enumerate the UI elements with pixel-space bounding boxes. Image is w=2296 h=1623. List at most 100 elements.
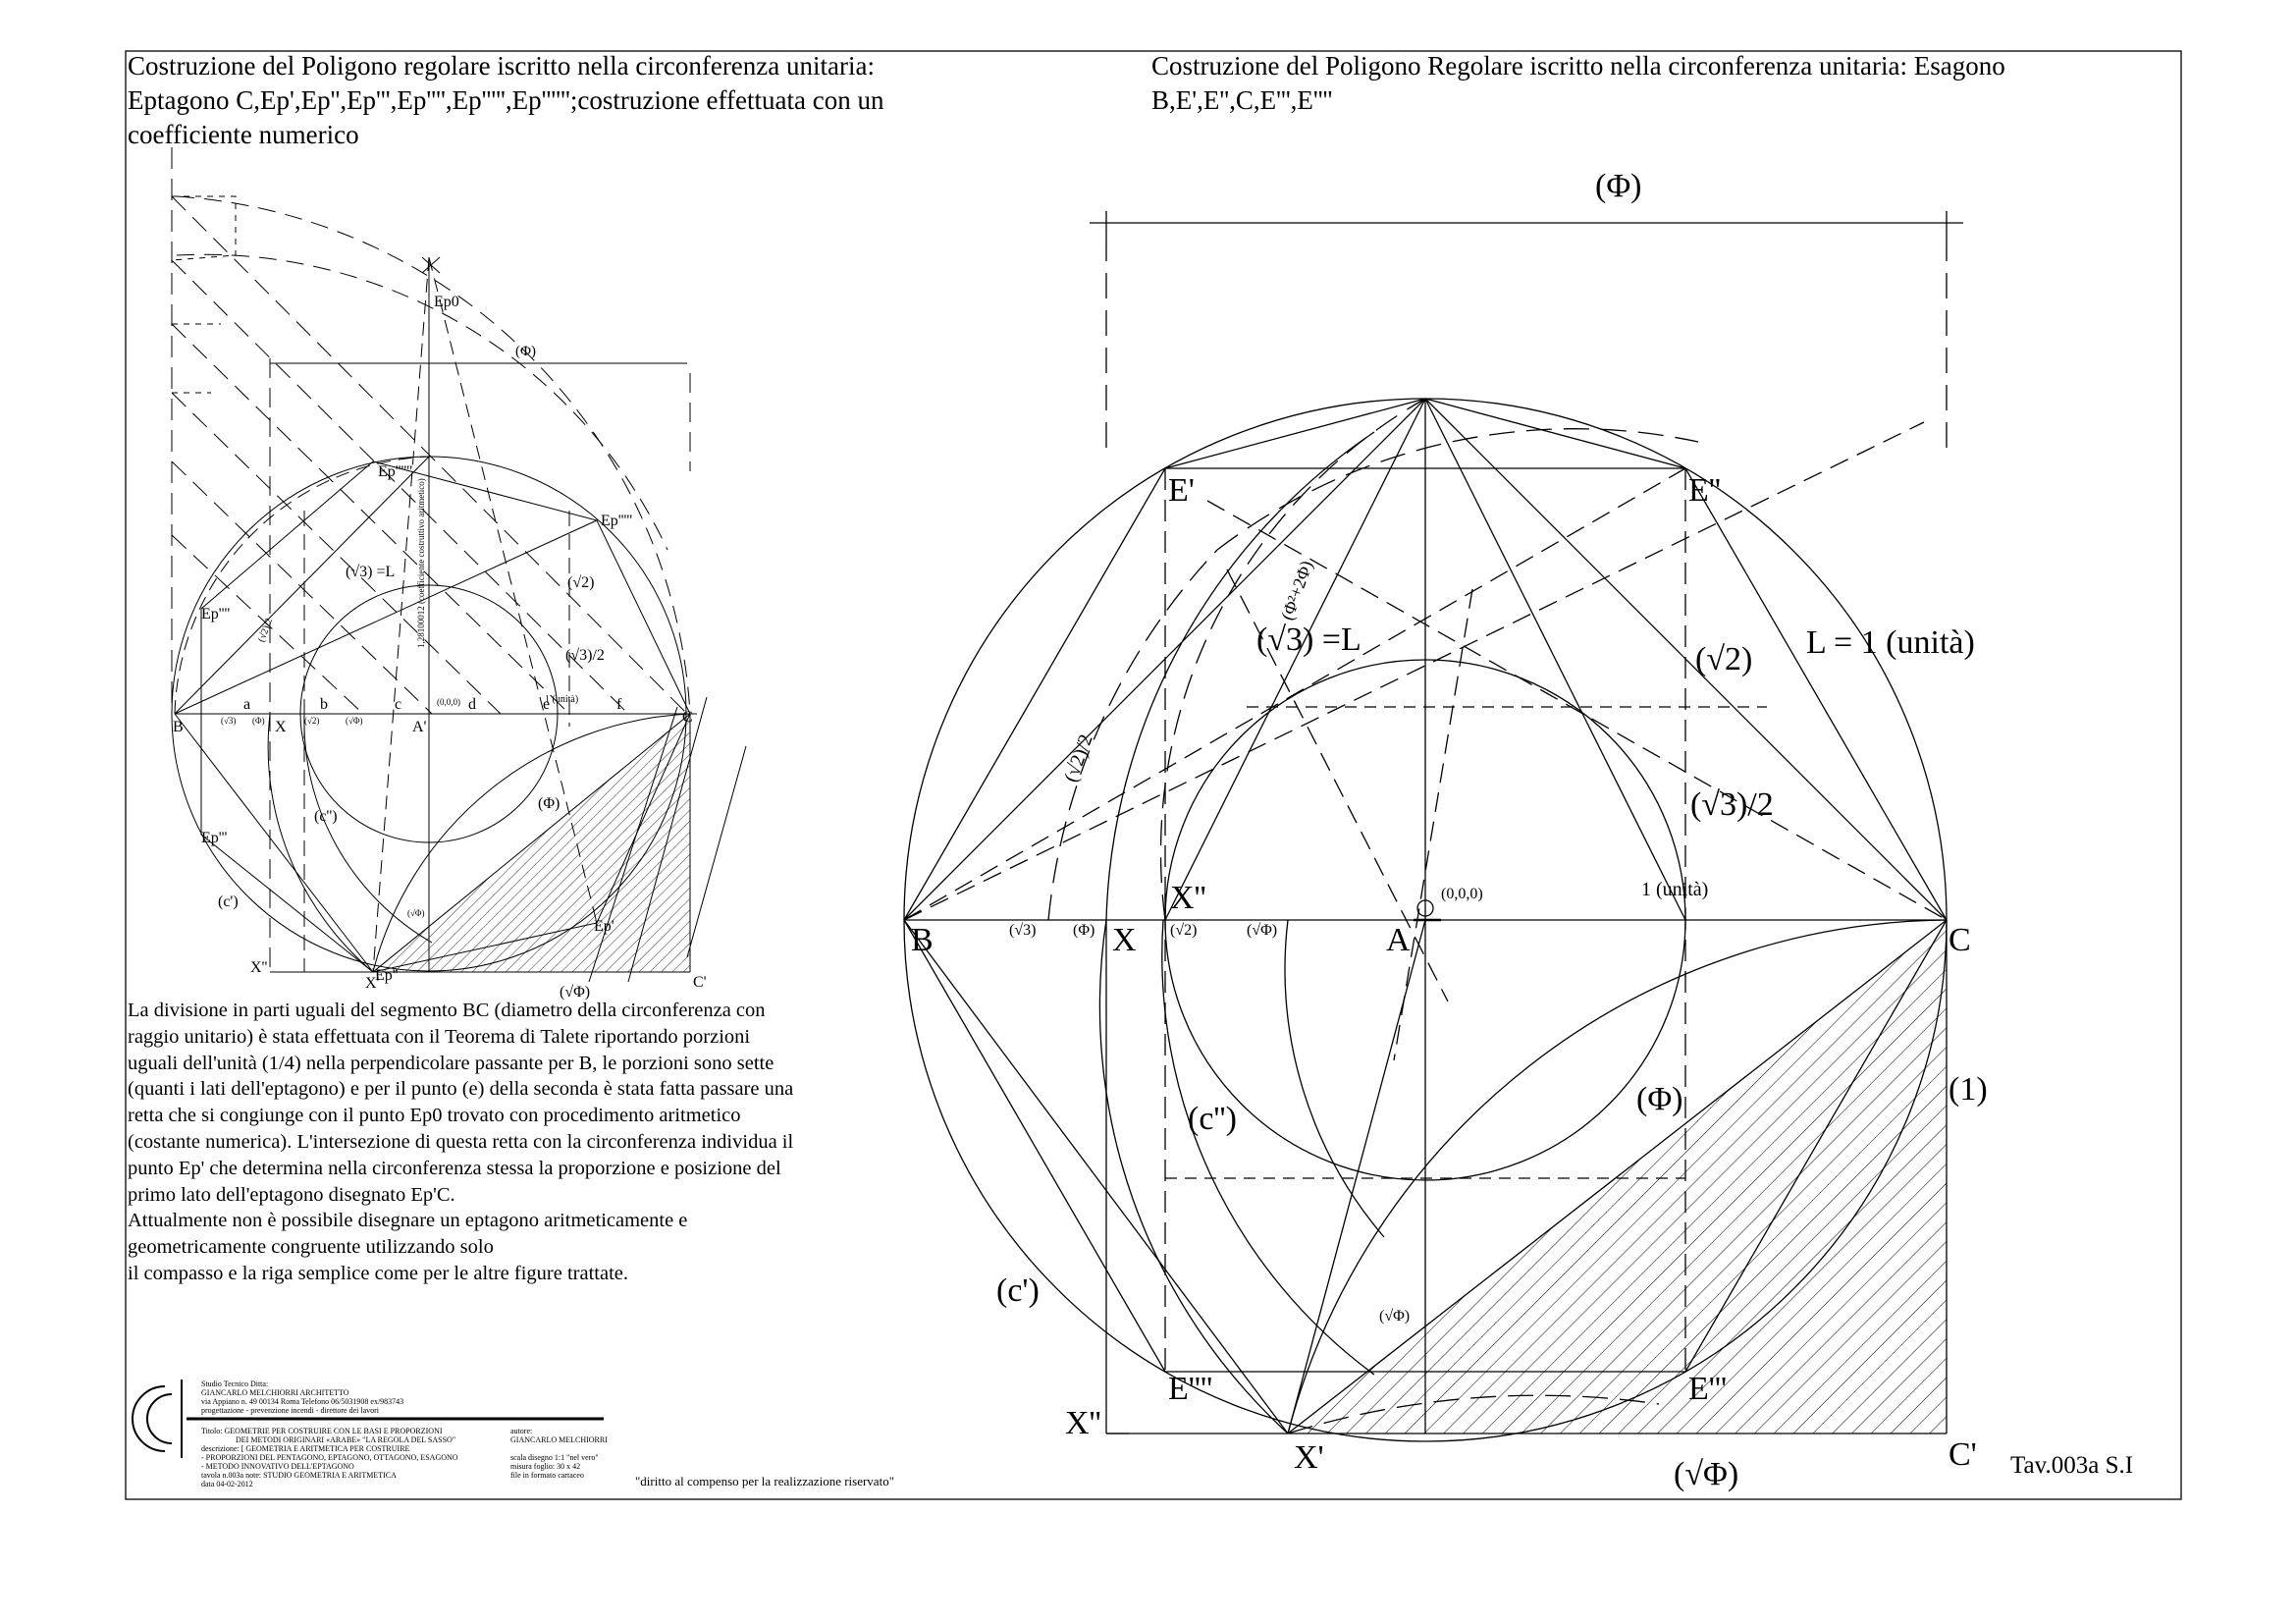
- r-cp: (c'): [996, 1272, 1040, 1309]
- r-Xpp: X'': [1065, 1405, 1101, 1441]
- desc-line: punto Ep' che determina nella circonfere…: [128, 1157, 781, 1179]
- l-phi-top: (Φ): [515, 344, 536, 359]
- l-Xp: X': [365, 975, 380, 992]
- tb-r5: file in formato cartaceo: [510, 1471, 584, 1480]
- l-sqrt2-2: (√2)/2: [256, 617, 275, 643]
- tb-l10: tavola n.003a note: STUDIO GEOMETRIA E A…: [201, 1471, 397, 1480]
- l-tick1: (√3): [221, 716, 236, 726]
- desc-line: primo lato dell'eptagono disegnato Ep'C.: [128, 1183, 455, 1206]
- desc-line: il compasso e la riga semplice come per …: [128, 1262, 628, 1284]
- left-labels: Ep0 (Φ) Ep'''''' Ep''''' (√3) =L (√2) Ep…: [173, 294, 707, 1001]
- tb-l11: data 04-02-2012: [201, 1480, 253, 1488]
- l-Ep0: Ep0: [434, 294, 459, 310]
- desc-line: raggio unitario) è stata effettuata con …: [128, 1025, 751, 1048]
- left-title: Costruzione del Poligono regolare iscrit…: [128, 51, 884, 149]
- l-coeff: 1,28100012 (coefficiente costruttivo ari…: [416, 478, 426, 648]
- l-b: b: [320, 696, 328, 713]
- tb-l8: - PROPORZIONI DEL PENTAGONO, EPTAGONO, O…: [201, 1453, 458, 1462]
- l-d: d: [468, 696, 476, 713]
- l-cpp: (c''): [314, 808, 338, 825]
- l-cp: (c'): [218, 893, 239, 910]
- right-title: Costruzione del Poligono Regolare iscrit…: [1151, 51, 2005, 115]
- l-Xpp: X'': [250, 959, 267, 976]
- r-cpp: (c''): [1188, 1101, 1237, 1137]
- tb-l1: Studio Tecnico Ditta:: [201, 1380, 268, 1388]
- r-phi-mid: (Φ): [1636, 1081, 1683, 1117]
- r-Eppp: E''': [1688, 1371, 1727, 1407]
- l-sqrtphi-small: (√Φ): [407, 908, 425, 918]
- desc-line: (costante numerica). L'intersezione di q…: [128, 1130, 794, 1153]
- r-phi2: (Φ²+2Φ): [1277, 558, 1317, 622]
- title-block: Studio Tecnico Ditta: GIANCARLO MELCHIOR…: [132, 1380, 608, 1488]
- sheet-border: [125, 50, 2182, 1500]
- r-one: (1): [1949, 1071, 1988, 1108]
- heptagon-drawing: [171, 147, 747, 983]
- r-tick-phi: (Φ): [1073, 922, 1095, 939]
- r-phi-top: (Φ): [1595, 168, 1642, 204]
- l-A: A': [412, 719, 427, 735]
- hexagon-drawing: [903, 211, 1963, 1442]
- l-phi-mid: (Φ): [538, 795, 560, 812]
- r-tick-sphi: (√Φ): [1247, 922, 1277, 939]
- r-L1: L = 1 (unità): [1806, 624, 1975, 661]
- l-X: X: [275, 719, 287, 735]
- l-unita: 1 (unità): [545, 694, 578, 705]
- rights-note: "diritto al compenso per la realizzazion…: [635, 1474, 894, 1488]
- r-tick-s3: (√3): [1009, 922, 1036, 939]
- l-sqrt2: (√2): [567, 574, 594, 591]
- r-origin: (0,0,0): [1441, 886, 1483, 902]
- heptagon: [200, 460, 691, 973]
- r-Epp: E'': [1688, 472, 1721, 509]
- r-sqrtphi-small: (√Φ): [1379, 1308, 1410, 1325]
- l-Ep6: Ep'''''': [378, 463, 412, 480]
- r-Epppp: E'''': [1168, 1371, 1212, 1407]
- r-A: A: [1386, 922, 1411, 958]
- l-Cp: C': [693, 974, 707, 991]
- desc-line: geometricamente congruente utilizzando s…: [128, 1236, 494, 1259]
- right-labels: (Φ) E' E'' (√3) =L L = 1 (unità) (√2) (√…: [911, 168, 1988, 1492]
- r-Cp: C': [1949, 1436, 1977, 1473]
- desc-line: uguali dell'unità (1/4) nella perpendico…: [128, 1052, 774, 1074]
- r-sqrt2: (√2): [1695, 641, 1752, 677]
- l-tick3: (√2): [304, 716, 319, 726]
- tb-l3: via Appiano n. 49 00134 Roma Telefono 06…: [201, 1397, 403, 1406]
- r-Xpp-up: X'': [1170, 880, 1206, 916]
- r-X: X: [1112, 922, 1137, 958]
- tb-l4: progettazione - prevenzione incendi - di…: [201, 1406, 380, 1415]
- l-origin: (0,0,0): [437, 697, 460, 707]
- tb-r3: scala disegno 1:1 "nel vero": [510, 1453, 599, 1462]
- l-Ep4: Ep'''': [201, 606, 230, 622]
- l-tick2: (Φ): [252, 716, 265, 726]
- r-sqrt3-2: (√3)/2: [1690, 786, 1774, 823]
- r-Ep: E': [1168, 472, 1195, 509]
- description: La divisione in parti uguali del segment…: [128, 998, 903, 1287]
- tb-r1: autore:: [510, 1427, 532, 1435]
- l-tick4: (√Φ): [346, 716, 363, 726]
- r-unita: 1 (unità): [1641, 879, 1708, 900]
- desc-line: retta che si congiunge con il punto Ep0 …: [128, 1105, 741, 1127]
- r-tick-s2: (√2): [1170, 922, 1197, 939]
- l-Ep5: Ep''''': [601, 513, 632, 529]
- tb-l2: GIANCARLO MELCHIORRI ARCHITETTO: [201, 1388, 349, 1397]
- tb-l9: - METODO INNOVATIVO DELL'EPTAGONO: [201, 1462, 354, 1471]
- tb-r2: GIANCARLO MELCHIORRI: [510, 1435, 608, 1444]
- l-Ep3: Ep''': [201, 830, 228, 846]
- desc-line: La divisione in parti uguali del segment…: [128, 1000, 766, 1021]
- tav-label: Tav.003a S.I: [2010, 1452, 2133, 1479]
- desc-line: (quanti i lati dell'eptagono) e per il p…: [128, 1078, 794, 1101]
- l-sqrt3L: (√3) =L: [346, 564, 395, 580]
- r-sqrtphi-bottom: (√Φ): [1674, 1456, 1738, 1492]
- l-sqrtphi: (√Φ): [560, 984, 590, 1001]
- l-Ep2: Ep'': [375, 967, 399, 984]
- l-B: B: [173, 719, 184, 735]
- desc-line: Attualmente non è possibile disegnare un…: [128, 1210, 688, 1232]
- studio-logo: [132, 1380, 604, 1458]
- tb-l7: descrizione: [ GEOMETRIA E ARITMETICA PE…: [201, 1444, 410, 1453]
- l-f: f: [616, 696, 622, 713]
- r-Xp: X': [1294, 1439, 1324, 1476]
- l-c: c: [395, 696, 401, 713]
- l-e: e: [543, 696, 550, 713]
- l-C: C: [682, 709, 693, 726]
- tb-l6: DEI METODI ORIGINARI «ARABE» "LA REGOLA …: [236, 1435, 455, 1444]
